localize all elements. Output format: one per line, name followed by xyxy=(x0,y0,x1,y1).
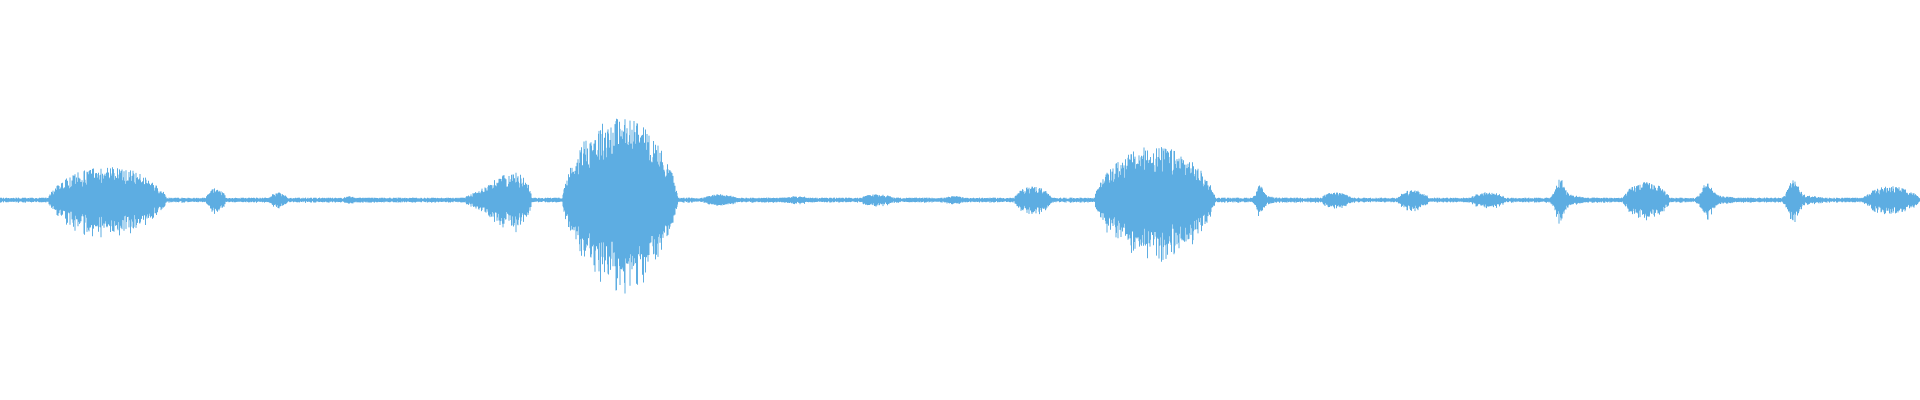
waveform-trace xyxy=(0,118,1920,294)
